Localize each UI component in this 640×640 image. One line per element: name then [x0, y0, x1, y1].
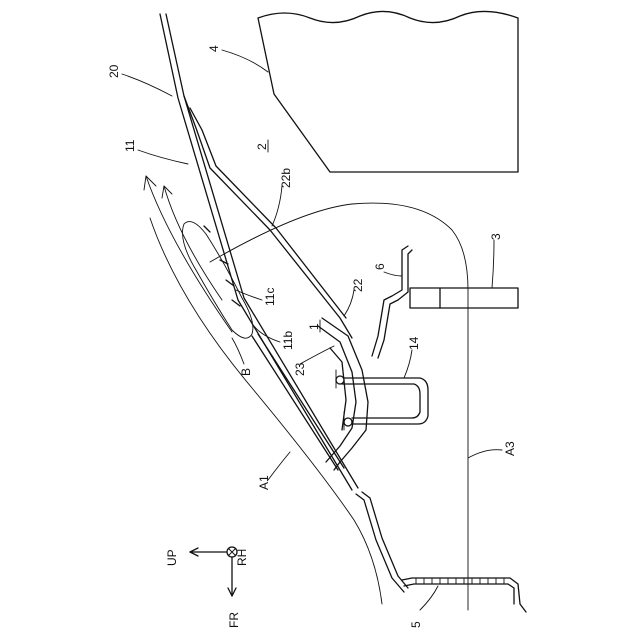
bolt-lower — [344, 418, 352, 426]
label-a1: A1 — [257, 475, 271, 490]
label-22b: 22b — [279, 168, 293, 188]
leader-22 — [344, 290, 354, 316]
label-a3: A3 — [503, 441, 517, 456]
label-23: 23 — [293, 362, 307, 376]
leader-5 — [420, 586, 438, 610]
label-6: 6 — [373, 263, 387, 270]
leader-a3 — [468, 450, 502, 458]
direction-indicator: UP RH FR — [165, 547, 249, 628]
leader-11c — [236, 290, 262, 300]
label-11: 11 — [123, 139, 137, 152]
leader-14 — [404, 350, 412, 378]
leader-4 — [222, 50, 268, 72]
component-5-beam-inner — [404, 584, 514, 604]
label-2: 2 — [255, 143, 269, 150]
panel-20-outer — [160, 14, 352, 490]
label-20: 20 — [107, 64, 121, 78]
component-5-hatch — [416, 578, 504, 584]
panel-20-inner — [166, 14, 358, 488]
label-fr: FR — [227, 612, 241, 628]
leader-3 — [492, 240, 494, 288]
leader-23 — [300, 346, 334, 364]
bolt-upper — [336, 376, 344, 384]
label-3: 3 — [489, 233, 503, 240]
label-1: 1 — [307, 323, 321, 330]
component-4-block — [258, 11, 518, 172]
label-up: UP — [165, 549, 179, 566]
component-6 — [372, 246, 408, 356]
label-rh: RH — [235, 549, 249, 566]
label-14: 14 — [407, 336, 421, 350]
panel-lower — [356, 494, 404, 592]
leader-11 — [138, 150, 188, 164]
label-5: 5 — [409, 621, 423, 628]
label-22: 22 — [351, 278, 365, 292]
airflow-arrow-2 — [164, 186, 222, 300]
rib-11c-4 — [204, 226, 210, 232]
leader-b — [232, 338, 244, 364]
airflow-line-a1 — [150, 218, 382, 604]
component-3-box — [410, 288, 518, 308]
label-11c: 11c — [263, 288, 277, 306]
leader-20 — [122, 74, 172, 96]
label-11b: 11b — [281, 331, 295, 350]
label-b: B — [239, 368, 253, 376]
leader-22b — [272, 186, 282, 226]
panel-lower-inner — [362, 492, 408, 588]
leader-a1 — [268, 452, 290, 480]
label-4: 4 — [207, 45, 221, 52]
region-b-oval — [183, 222, 253, 339]
leader-6 — [384, 272, 402, 276]
